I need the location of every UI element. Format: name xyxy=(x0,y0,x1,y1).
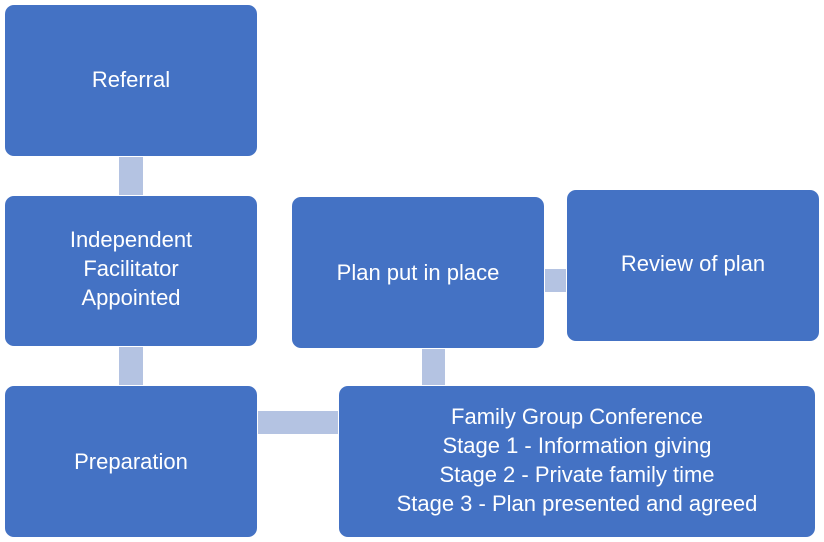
node-preparation-line: Preparation xyxy=(74,449,188,474)
node-review: Review of plan xyxy=(567,190,819,341)
node-conference-line: Family Group Conference xyxy=(451,403,703,429)
node-conference-line: Stage 2 - Private family time xyxy=(439,461,715,487)
connector-conference-plan xyxy=(422,349,445,385)
node-conference-line: Stage 3 - Plan presented and agreed xyxy=(396,490,758,516)
node-conference: Family Group Conference Stage 1 - Inform… xyxy=(339,386,815,537)
node-facilitator: Independent Facilitator Appointed xyxy=(5,196,257,346)
connector-plan-review xyxy=(545,269,566,292)
connector-preparation-conference xyxy=(258,411,338,434)
node-referral-line: Referral xyxy=(91,67,171,92)
connector-facilitator-preparation xyxy=(119,347,143,385)
node-facilitator-line: Appointed xyxy=(81,284,181,310)
node-conference-line: Stage 1 - Information giving xyxy=(442,432,712,458)
node-facilitator-line: Independent xyxy=(69,226,193,252)
node-preparation: Preparation xyxy=(5,386,257,537)
node-referral: Referral xyxy=(5,5,257,156)
node-plan-line: Plan put in place xyxy=(336,260,500,285)
node-review-line: Review of plan xyxy=(620,251,766,276)
node-plan: Plan put in place xyxy=(292,197,544,348)
connector-referral-facilitator xyxy=(119,157,143,195)
node-facilitator-line: Facilitator xyxy=(83,255,179,281)
